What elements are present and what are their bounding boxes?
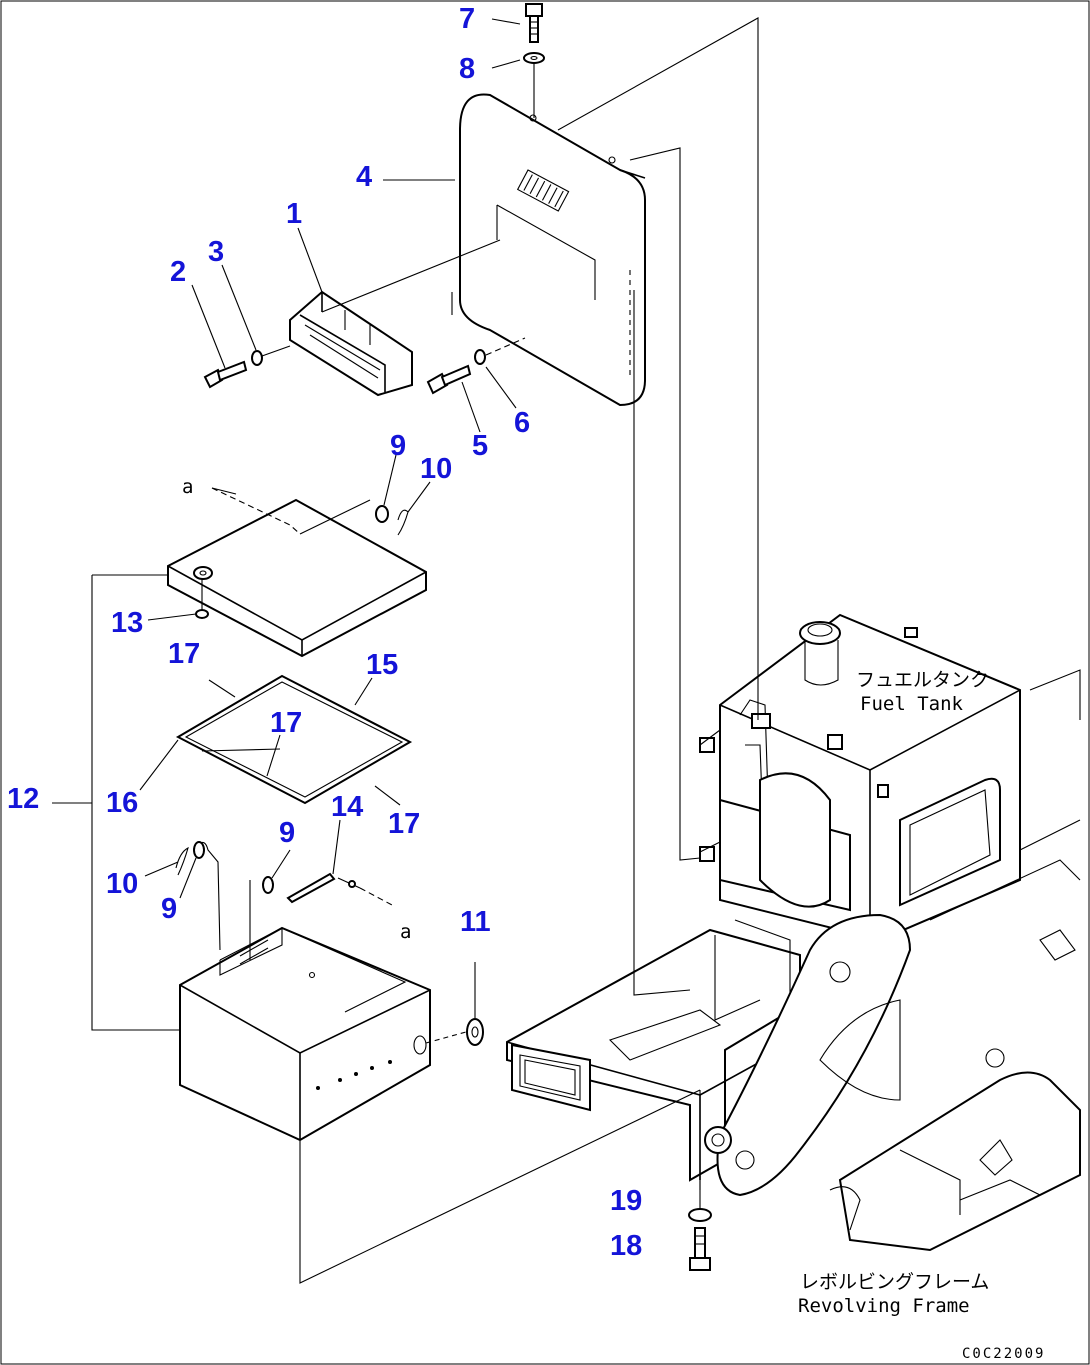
washer-8	[523, 52, 545, 64]
revolving-frame-label-jp: レボルビングフレーム	[800, 1271, 989, 1293]
callout-14: 14	[331, 791, 363, 823]
cover-panel	[451, 93, 646, 407]
callout-leaders	[139, 18, 521, 899]
callout-8: 8	[459, 53, 475, 85]
assembly-lines	[52, 17, 759, 1284]
callout-13: 13	[111, 607, 143, 639]
callout-17-right: 17	[388, 808, 420, 840]
callout-1: 1	[286, 198, 302, 230]
toolbox-body	[179, 926, 431, 1142]
callout-18: 18	[610, 1230, 642, 1262]
revolving-frame	[506, 669, 1081, 1252]
reference-letter-a-bottom: a	[400, 921, 411, 943]
toolbox-lid	[167, 498, 427, 658]
callout-7: 7	[459, 3, 475, 35]
callout-16: 16	[106, 787, 138, 819]
callout-2: 2	[170, 256, 186, 288]
fuel-tank-label-jp: フュエルタンク	[856, 669, 989, 691]
callout-17-mid: 17	[270, 707, 302, 739]
callout-3: 3	[208, 236, 224, 268]
callout-12: 12	[7, 783, 39, 815]
washer-9-left	[193, 841, 205, 859]
fuel-tank-label-en: Fuel Tank	[860, 693, 964, 715]
washer-6	[474, 349, 486, 365]
revolving-frame-label: レボルビングフレーム Revolving Frame	[798, 1271, 989, 1317]
callout-10-left: 10	[106, 868, 138, 900]
fuel-tank	[699, 613, 1021, 942]
clip-10-top	[397, 509, 409, 536]
washer-19	[688, 1208, 712, 1222]
reference-letter-a-top: a	[182, 476, 193, 498]
nut-11	[466, 962, 484, 1046]
callout-5: 5	[472, 430, 488, 462]
callout-4: 4	[356, 161, 372, 193]
bolt-5	[426, 364, 472, 395]
bolt-2	[203, 360, 248, 389]
washer-9-top	[375, 505, 389, 523]
callout-numbers: 1 2 3 4 5 6 7 8 9 9 9 10 10 11 12 13 14 …	[7, 3, 642, 1262]
bolt-7	[525, 3, 543, 43]
drawing-code: C0C22009	[962, 1346, 1045, 1362]
fuel-tank-label: フュエルタンク Fuel Tank	[856, 669, 989, 715]
clip-10-left	[175, 846, 189, 876]
callout-9-mid: 9	[279, 817, 295, 849]
callout-10-top: 10	[420, 453, 452, 485]
step-bracket	[289, 290, 413, 397]
callout-19: 19	[610, 1185, 642, 1217]
washer-3	[251, 350, 263, 366]
callout-15: 15	[366, 649, 398, 681]
bolt-18	[689, 1227, 711, 1271]
callout-17-top: 17	[168, 638, 200, 670]
callout-9-left: 9	[161, 893, 177, 925]
washer-9-mid	[262, 876, 274, 894]
rod-14	[286, 872, 361, 904]
callout-11: 11	[460, 906, 491, 938]
revolving-frame-label-en: Revolving Frame	[798, 1295, 970, 1317]
callout-6: 6	[514, 407, 530, 439]
callout-9-top: 9	[390, 430, 406, 462]
rubber-sheet	[175, 674, 413, 805]
